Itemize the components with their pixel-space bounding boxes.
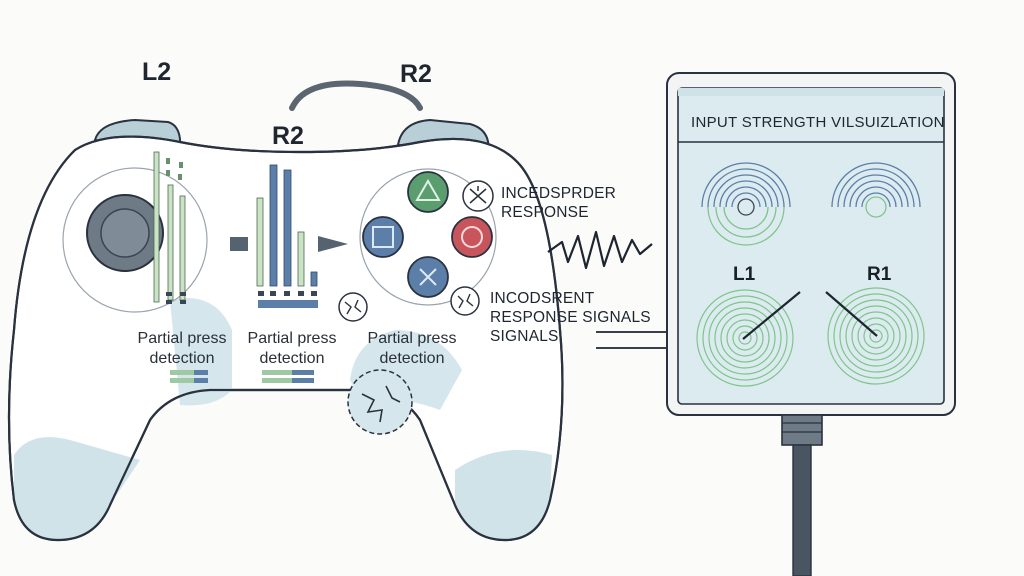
r2-top-label: R2 <box>400 60 432 88</box>
left-grip-shade <box>14 437 140 540</box>
r1-indicator-needle <box>825 291 878 337</box>
l2-meter <box>153 151 208 383</box>
right-arrow-icon <box>318 236 348 252</box>
r2-meter <box>256 164 318 383</box>
partial-press-label-left: Partial press detection <box>137 330 227 367</box>
note-bottom: INCODSRENT RESPONSE SIGNALS SIGNALS <box>490 290 651 345</box>
r2-mid-label: R2 <box>272 122 304 150</box>
panel-cable <box>781 414 823 576</box>
note-top: INCEDSPRDER RESPONSE <box>501 185 617 221</box>
glitch-icon-top <box>462 180 494 212</box>
cross-button[interactable] <box>407 256 449 298</box>
left-arrow-block <box>230 237 248 251</box>
left-stick-zone <box>62 167 208 313</box>
r1-label: R1 <box>867 264 892 285</box>
l2-strength-fan <box>701 162 791 246</box>
l1-label: L1 <box>733 264 756 285</box>
square-button[interactable] <box>362 216 404 258</box>
l1-strength-rings <box>696 289 794 387</box>
l2-label: L2 <box>142 58 172 86</box>
partial-press-label-right: Partial press detection <box>367 330 457 367</box>
zigzag-signal-icon <box>547 230 653 270</box>
controller <box>7 80 564 542</box>
panel-title: INPUT STRENGTH VILSUIZLATION <box>691 114 945 131</box>
right-grip-shade <box>455 450 552 540</box>
r2-cable <box>289 80 423 111</box>
triangle-button[interactable] <box>407 171 449 213</box>
face-button-zone <box>359 168 497 306</box>
visualization-panel <box>666 72 956 416</box>
r1-strength-rings <box>827 287 925 385</box>
glitch-icon-left <box>338 292 368 322</box>
glitch-icon-right <box>450 286 480 316</box>
circle-button[interactable] <box>451 216 493 258</box>
l1-indicator-needle <box>742 291 801 340</box>
partial-press-label-middle: Partial press detection <box>247 330 337 367</box>
r2-strength-fan <box>831 162 921 218</box>
crack-icon <box>347 369 413 435</box>
